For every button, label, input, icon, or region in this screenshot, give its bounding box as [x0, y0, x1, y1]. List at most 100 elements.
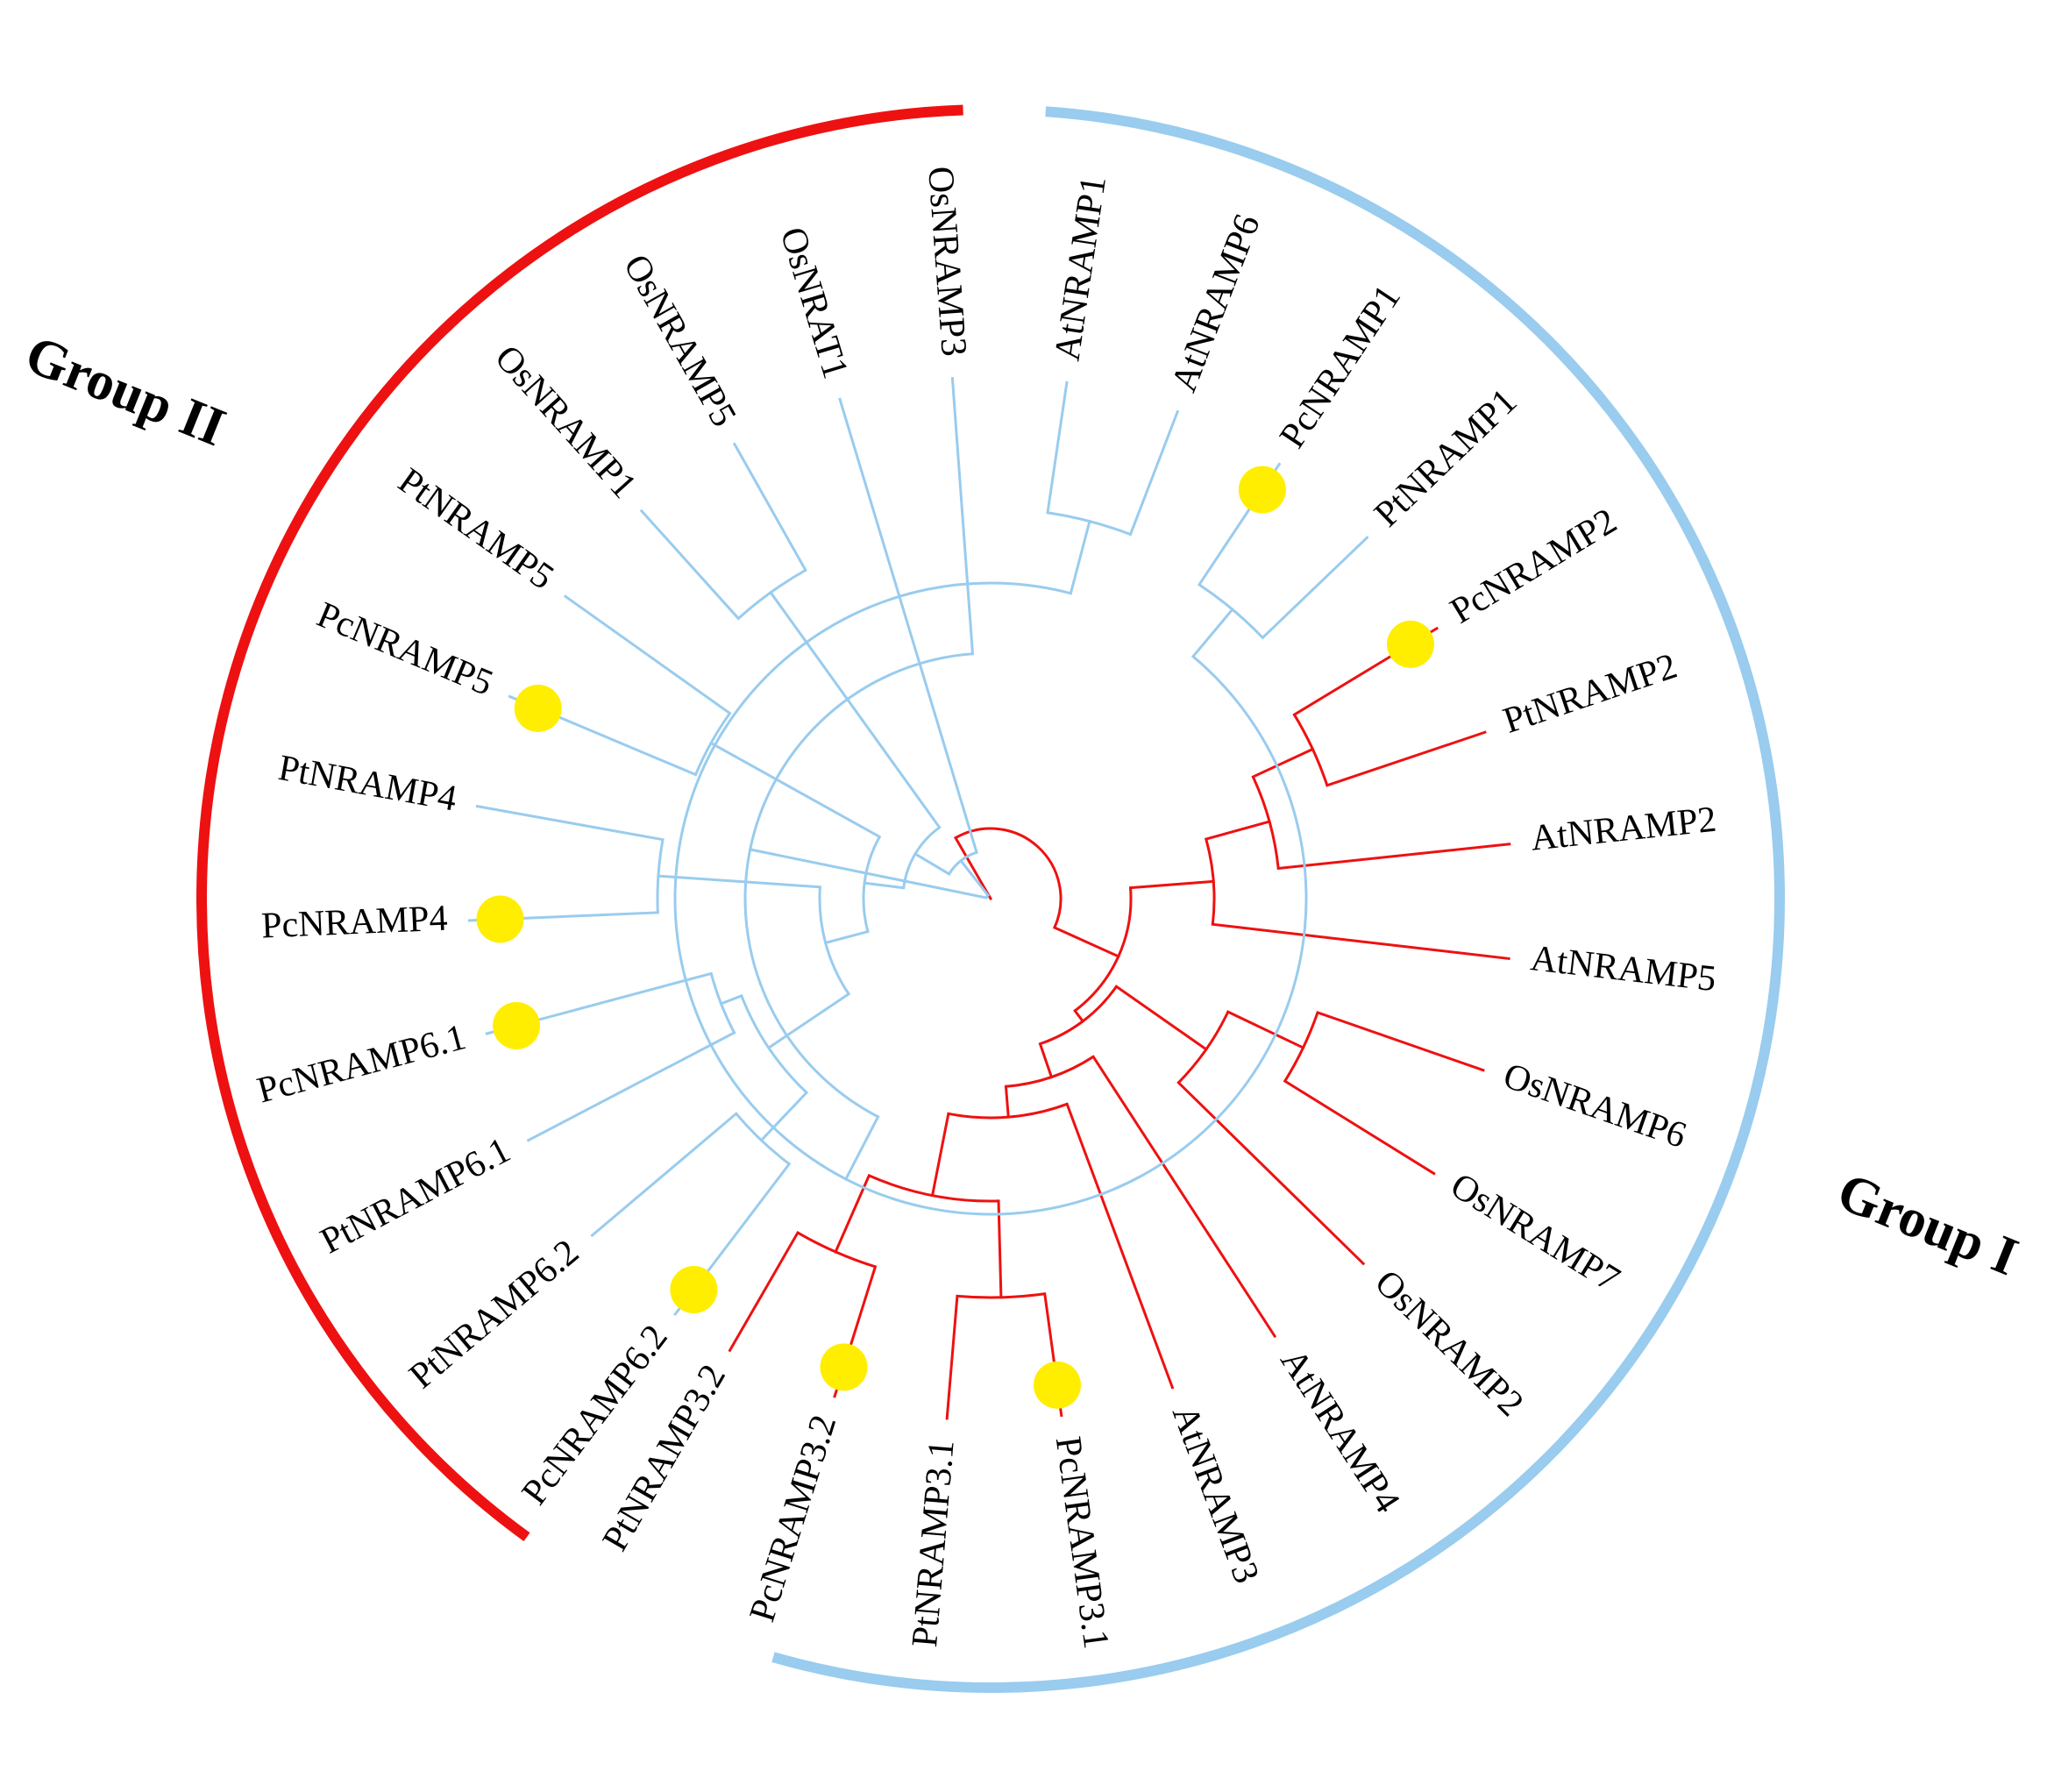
branch-segment: [1128, 879, 1215, 890]
leaf-label: PcNRAMP3.2: [743, 1411, 845, 1626]
branch-segment: [1091, 1055, 1277, 1339]
branch-segment: [1073, 1008, 1085, 1023]
leaf-label: PtNRAMP2: [1498, 646, 1681, 742]
branch-segment: [563, 594, 732, 715]
branch-segment: [719, 993, 743, 1006]
branch-segment: [1325, 730, 1487, 787]
root-arc-group-ii: [955, 827, 1063, 928]
leaf-label: AtNRAMP3: [1164, 1400, 1267, 1589]
branch-segment: [843, 1114, 880, 1181]
root-stem-group-ii: [953, 836, 993, 901]
branch-segment: [1276, 843, 1511, 871]
branch-segment: [958, 858, 991, 898]
leaf-label: AtNRAMP2: [1529, 800, 1718, 859]
group-rings: [196, 104, 1785, 1693]
leaf-label: PtNRAMP4: [275, 748, 459, 820]
branch-segment: [863, 881, 906, 890]
branch-segment: [1316, 1010, 1485, 1072]
leaf-label: PcNRAMP6.1: [253, 1017, 470, 1112]
leaf-label: OsNRAMP7: [1444, 1165, 1627, 1299]
leaf-label: PcNRAMP1: [1272, 278, 1409, 455]
branch-arc: [740, 995, 808, 1094]
branch-segment: [732, 442, 807, 572]
branch-arc: [1198, 583, 1264, 639]
group-i-label: Group I: [1830, 1162, 2026, 1287]
branch-segment: [1052, 925, 1120, 958]
leaf-label: AtNRAMP4: [1272, 1342, 1407, 1520]
branch-segment: [728, 1231, 800, 1353]
branch-segment: [759, 1091, 809, 1142]
branch-segment: [1251, 747, 1315, 779]
branch-arc: [694, 712, 731, 776]
branch-arc: [902, 826, 941, 888]
leaf-label: OsNRAMP6: [1498, 1056, 1691, 1156]
branch-segment: [838, 397, 978, 855]
group-i-ring: [771, 106, 1785, 1693]
branch-segment: [1283, 1079, 1436, 1176]
leaf-label: OsNRAMP5: [615, 248, 744, 434]
group-ii-ring: [196, 104, 963, 1541]
leaf-label: PtNRAMP6.2: [402, 1232, 586, 1397]
branch-segment: [766, 992, 851, 1050]
branch-segment: [1046, 380, 1069, 515]
highlight-marker: [514, 684, 562, 732]
leaf-label: OsNRAMP2: [1367, 1262, 1531, 1425]
leaf-label: PtNRAMP1: [1367, 381, 1525, 535]
leaf-label: PtNRAMP5: [391, 460, 561, 597]
branch-segment: [997, 1199, 1003, 1299]
branch-arc: [735, 1113, 791, 1165]
highlight-marker: [476, 895, 524, 943]
branch-arc: [743, 652, 973, 1119]
branch-arc: [737, 569, 807, 620]
branch-arc: [1047, 511, 1132, 536]
highlight-marker: [820, 1343, 868, 1391]
branch-arc: [862, 836, 881, 932]
highlight-marker: [1238, 466, 1286, 514]
branch-segment: [1211, 922, 1510, 961]
branch-segment: [1069, 519, 1091, 595]
branch-arc: [1283, 1012, 1319, 1082]
branch-arc: [948, 850, 977, 875]
leaf-label: PtNRAMP3.1: [905, 1439, 963, 1649]
leaf-label: PcNRAMP5: [311, 594, 499, 704]
branch-segment: [1191, 608, 1234, 658]
branch-arc: [673, 581, 1308, 1216]
branch-segment: [1004, 1084, 1010, 1119]
leaf-label: AtNRAMP6: [1164, 209, 1269, 397]
branch-segment: [768, 590, 942, 829]
branch-segment: [639, 508, 741, 621]
leaf-label: OsNRAMP3: [920, 165, 974, 358]
branch-segment: [1038, 1042, 1054, 1079]
branch-segment: [1204, 820, 1271, 841]
leaf-label: OsNRAMP1: [487, 338, 643, 506]
branch-segment: [748, 848, 988, 900]
highlight-marker: [1387, 620, 1435, 668]
branch-arc: [1251, 776, 1280, 869]
highlight-markers: [476, 466, 1435, 1409]
branch-arc: [1293, 714, 1329, 786]
branch-segment: [709, 741, 882, 839]
branch-segment: [1128, 409, 1180, 537]
leaf-label: PcNRAMP4: [260, 899, 448, 947]
branch-segment: [945, 1294, 959, 1420]
branch-arc: [868, 1174, 999, 1203]
branch-arc: [797, 1231, 876, 1269]
leaf-label: AtNRAMP5: [1529, 938, 1718, 999]
leaf-label: PcNRAMP3.1: [1048, 1434, 1117, 1652]
branch-segment: [657, 874, 822, 889]
highlight-marker: [670, 1266, 718, 1314]
branch-segment: [526, 1030, 736, 1142]
tree-branches: [467, 376, 1511, 1420]
group-ii-label: Group II: [18, 324, 233, 458]
branch-segment: [950, 376, 975, 656]
branch-segment: [1065, 1102, 1175, 1390]
branch-segment: [1226, 1010, 1305, 1050]
leaf-label: AtNRAMP1: [1047, 174, 1114, 364]
branch-arc: [1074, 887, 1133, 1013]
branch-arc: [948, 1102, 1068, 1120]
branch-segment: [1176, 1080, 1366, 1266]
branch-arc: [956, 1292, 1045, 1299]
leaf-label: OsNRAT1: [772, 223, 856, 383]
highlight-marker: [1034, 1361, 1082, 1409]
